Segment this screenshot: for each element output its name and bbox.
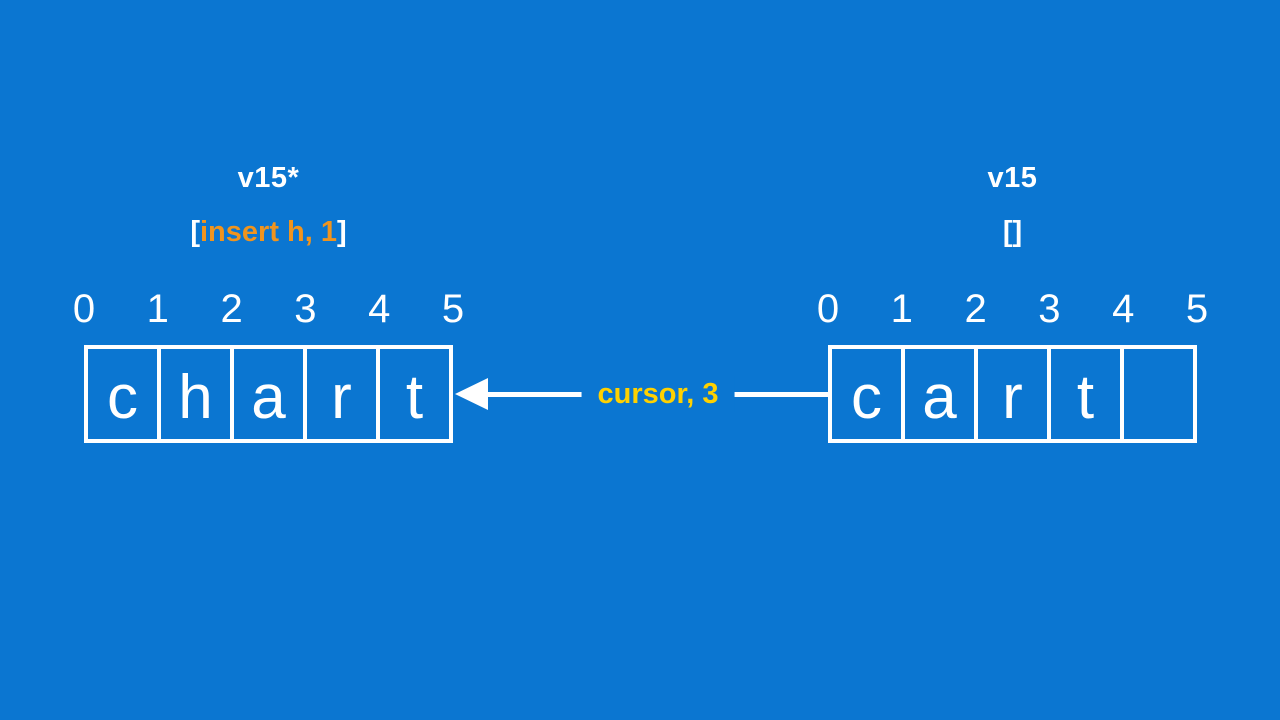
index-label: 4 <box>368 287 391 331</box>
left-array-indices: 0 1 2 3 4 5 <box>73 287 464 331</box>
arrow-left-icon <box>455 378 488 410</box>
array-cell: c <box>851 363 882 432</box>
index-label: 2 <box>964 287 987 331</box>
array-cell: h <box>157 349 230 439</box>
array-cell <box>1120 349 1193 439</box>
index-label: 3 <box>294 287 317 331</box>
right-array-group: v15 [] 0 1 2 3 4 5 c a r t <box>817 160 1208 450</box>
index-label: 5 <box>441 287 465 331</box>
index-label: 5 <box>1185 287 1209 331</box>
index-label: 4 <box>1112 287 1135 331</box>
index-label: 1 <box>890 287 913 331</box>
close-bracket: ] <box>337 216 347 248</box>
array-cell: r <box>974 349 1047 439</box>
index-label: 2 <box>220 287 243 331</box>
arrow-shaft: cursor, 3 <box>488 376 828 412</box>
array-cell: t <box>376 349 449 439</box>
right-array-cells: c a r t <box>828 345 1197 443</box>
open-bracket: [ <box>1002 216 1013 248</box>
index-label: 0 <box>72 287 96 331</box>
left-array-group: v15* [insert h, 1] 0 1 2 3 4 5 c h a r t <box>73 160 464 450</box>
open-bracket: [ <box>190 216 200 248</box>
operation-label: insert h, 1 <box>200 216 337 248</box>
array-cell: a <box>901 349 974 439</box>
array-cell: r <box>303 349 376 439</box>
left-array-title: v15* <box>237 162 300 194</box>
cursor-label: cursor, 3 <box>581 376 735 412</box>
right-array-indices: 0 1 2 3 4 5 <box>817 287 1208 331</box>
left-array-cells: c h a r t <box>84 345 453 443</box>
array-cell: a <box>230 349 303 439</box>
right-array-operation: [] <box>828 212 1197 252</box>
left-array-operation: [insert h, 1] <box>84 212 453 252</box>
array-cell: c <box>107 363 138 432</box>
array-cell: t <box>1047 349 1120 439</box>
cursor-arrow: cursor, 3 <box>455 376 828 412</box>
close-bracket: ] <box>1012 216 1023 248</box>
index-label: 3 <box>1038 287 1061 331</box>
right-array-title: v15 <box>987 162 1038 194</box>
index-label: 1 <box>146 287 169 331</box>
index-label: 0 <box>816 287 840 331</box>
